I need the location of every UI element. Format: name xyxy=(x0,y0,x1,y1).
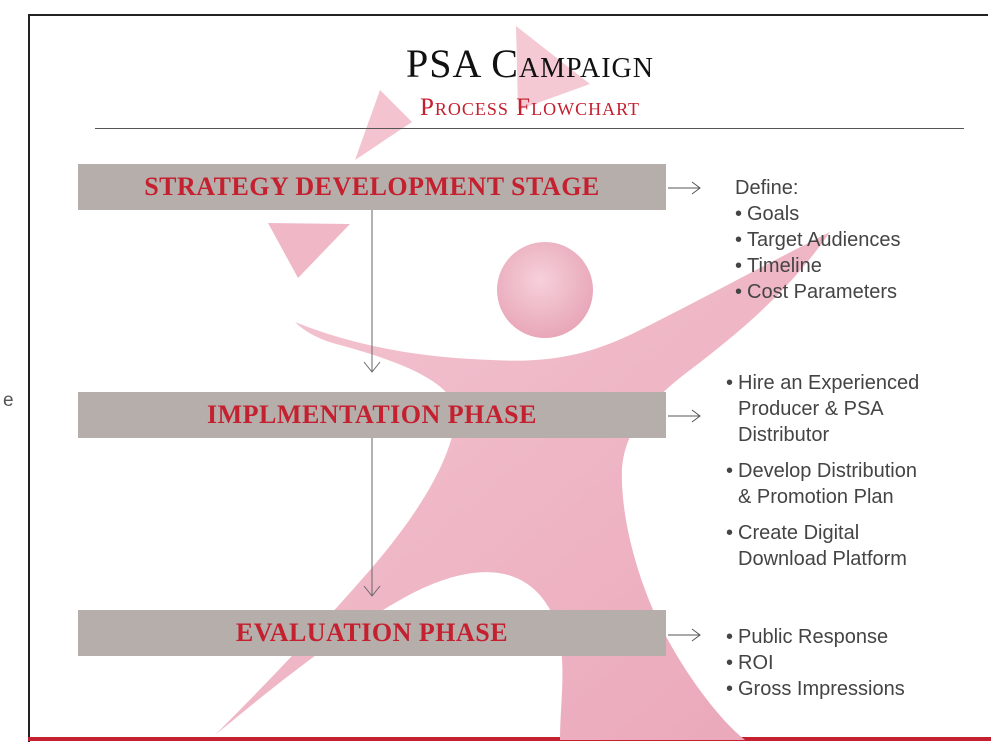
arrow-right-icon xyxy=(668,409,701,423)
evaluation-details-list: •Public Response •ROI •Gross Impressions xyxy=(726,624,905,702)
page-subtitle: Process Flowchart xyxy=(420,94,640,121)
list-item: •Public Response xyxy=(726,626,889,648)
list-item: •Target Audiences xyxy=(735,229,901,251)
stage-strategy-development: STRATEGY DEVELOPMENT STAGE xyxy=(78,164,666,210)
title-divider xyxy=(95,128,964,129)
list-item: •Goals xyxy=(735,203,800,225)
list-item: •Cost Parameters xyxy=(735,281,898,303)
stage-implementation: IMPLMENTATION PHASE xyxy=(78,392,666,438)
arrow-icon xyxy=(363,585,381,597)
list-item: •Develop Distribution & Promotion Plan xyxy=(726,460,917,508)
slide-frame xyxy=(28,14,988,742)
arrow-right-icon xyxy=(668,181,701,195)
triangle-shape-top xyxy=(355,90,412,160)
list-item: •Timeline xyxy=(735,255,822,277)
stage-evaluation: EVALUATION PHASE xyxy=(78,610,666,656)
bottom-accent-rule xyxy=(28,737,991,741)
strategy-details-list: Define: •Goals •Target Audiences •Timeli… xyxy=(735,175,900,305)
list-item: •Hire an Experienced Producer & PSA Dist… xyxy=(726,372,920,446)
triangle-shape-left xyxy=(268,223,350,278)
implementation-details-list: •Hire an Experienced Producer & PSA Dist… xyxy=(726,370,919,582)
arrow-right-icon xyxy=(668,628,701,642)
left-edge-fragment: e xyxy=(3,390,14,411)
figure-head xyxy=(497,242,593,338)
triangle-shape-right xyxy=(516,26,590,110)
list-item: •Create Digital Download Platform xyxy=(726,522,907,570)
list-header: Define: xyxy=(735,177,799,199)
page-title: PSA Campaign xyxy=(406,41,654,86)
list-item: •ROI xyxy=(726,652,774,674)
arrow-icon xyxy=(363,361,381,373)
list-item: •Gross Impressions xyxy=(726,678,905,700)
